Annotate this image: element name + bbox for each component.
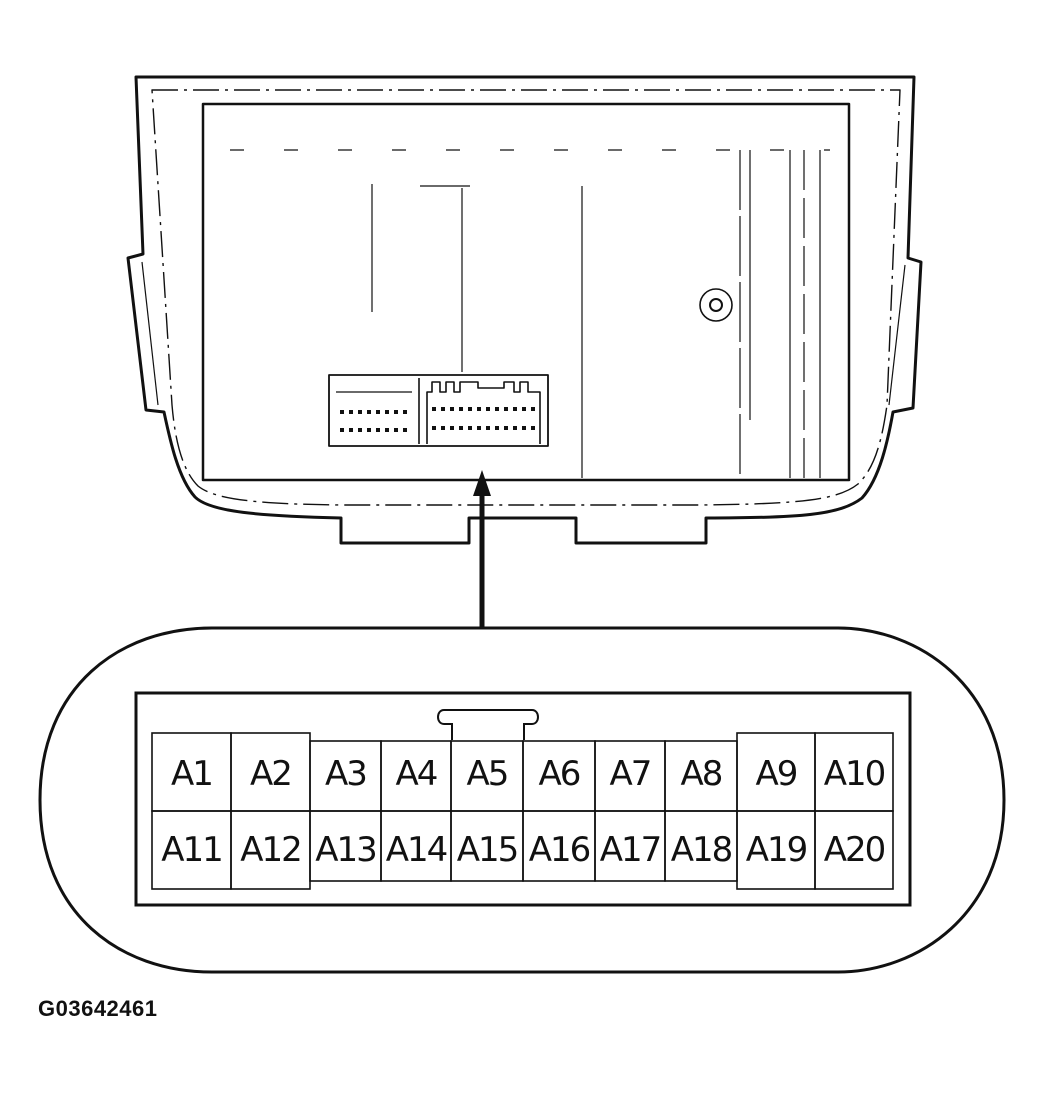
pin-label-a4: A4 [396,754,437,794]
pin-label-a6: A6 [539,754,580,794]
connector-body [134,691,912,907]
pin-label-a3: A3 [325,754,366,794]
pin-label-a9: A9 [756,754,797,794]
pin-label-a11: A11 [161,830,222,870]
unit-inner-rim [151,89,901,506]
pin-label-a15: A15 [457,830,518,870]
pin-label-a17: A17 [600,830,661,870]
callout-oval [38,626,1006,974]
panel-connector-socket [328,374,549,447]
pin-label-a1: A1 [171,754,212,794]
pin-cell-a20 [814,810,894,890]
pin-label-a19: A19 [746,830,807,870]
figure-id-label: G03642461 [38,996,158,1021]
pin-label-a16: A16 [529,830,590,870]
pin-label-a18: A18 [671,830,732,870]
unit-housing-outline [126,75,923,545]
unit-rim-left-line [141,261,159,406]
pin-label-a14: A14 [386,830,447,870]
panel-detail-lines [230,149,830,478]
screw-icon [699,288,733,322]
pin-label-a7: A7 [610,754,651,794]
pin-label-a13: A13 [315,830,376,870]
pin-label-a10: A10 [824,754,885,794]
pin-label-a5: A5 [467,754,508,794]
unit-back-panel [201,102,851,482]
control-unit-rear-view [126,75,923,545]
pointer-arrow [473,470,491,627]
unit-rim-right-line [888,264,906,406]
pin-label-a8: A8 [681,754,722,794]
connector-lock-tab [437,709,539,740]
pin-label-a20: A20 [824,830,885,870]
pin-label-a12: A12 [240,830,301,870]
pin-label-a2: A2 [250,754,291,794]
